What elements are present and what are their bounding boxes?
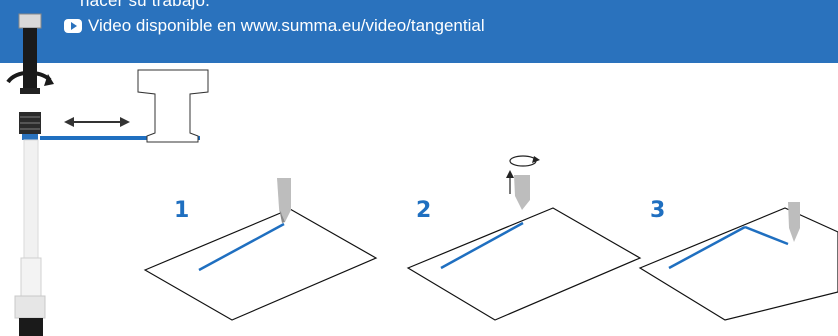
video-link-text[interactable]: Video disponible en www.summa.eu/video/t…: [88, 16, 485, 35]
step-3-illustration: [638, 202, 838, 321]
step-number-2: 2: [416, 198, 432, 223]
step-number-3: 3: [650, 198, 666, 223]
knife-profile-outline: [137, 69, 209, 143]
video-link[interactable]: Video disponible en www.summa.eu/video/t…: [64, 15, 485, 37]
play-icon: [64, 19, 82, 33]
horizontal-double-arrow-icon: [64, 117, 130, 127]
header-banner: hacer su trabajo. Video disponible en ww…: [0, 0, 838, 63]
step-2-illustration: [406, 155, 642, 321]
step-1-illustration: [143, 178, 378, 321]
banner-text-line1: hacer su trabajo.: [80, 0, 211, 10]
tool-head-illustration: [6, 13, 54, 336]
tool-arm: [40, 136, 200, 140]
step-number-1: 1: [174, 198, 190, 223]
